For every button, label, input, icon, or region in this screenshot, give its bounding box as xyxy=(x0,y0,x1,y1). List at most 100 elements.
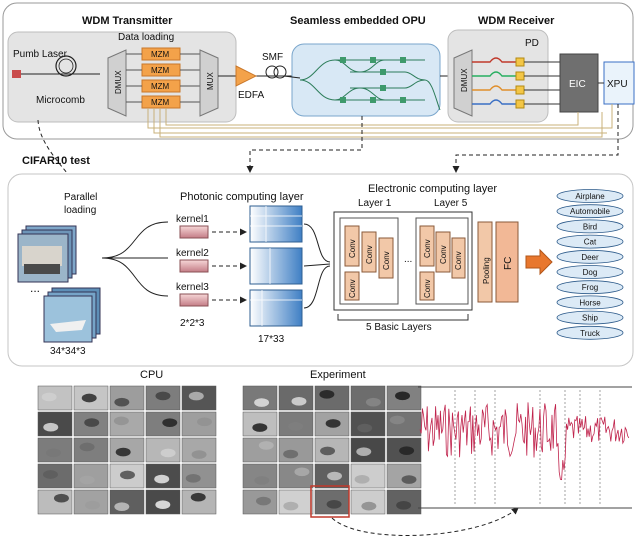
class-pill xyxy=(556,280,624,295)
opu-title: Seamless embedded OPU xyxy=(290,15,426,27)
tx-demux-block xyxy=(107,49,127,117)
layer5-label: Layer 5 xyxy=(434,198,468,209)
pd-label: PD xyxy=(525,38,539,49)
transmitter-title: WDM Transmitter xyxy=(82,15,173,27)
class-pill xyxy=(556,295,624,310)
patch-to-trace-arrow xyxy=(331,507,519,536)
microcomb-label: Microcomb xyxy=(36,95,85,106)
feature-tile-shape xyxy=(85,500,100,510)
stack-ellipsis: ... xyxy=(30,281,40,295)
feature-tile xyxy=(109,385,145,411)
feature-tile-shape xyxy=(155,500,171,510)
feature-tile xyxy=(350,463,386,489)
pd-output-lines xyxy=(524,61,560,105)
class-pill xyxy=(556,234,624,249)
photonic-title: Photonic computing layer xyxy=(180,191,304,203)
receiver-title: WDM Receiver xyxy=(478,15,555,27)
mzm-array: MZM MZM MZM MZM xyxy=(126,47,200,109)
feature-tile-shape xyxy=(283,449,299,459)
feature-tile-shape xyxy=(155,391,171,401)
conv-label: Conv xyxy=(365,245,374,264)
feature-tile-shape xyxy=(114,397,130,407)
basic-layers-brace xyxy=(337,314,469,321)
feature-tile-shape xyxy=(327,471,343,481)
feature-tile xyxy=(109,411,145,437)
highlighted-patch xyxy=(310,485,350,518)
fc-block xyxy=(495,221,519,303)
opu-phase-shifters xyxy=(340,57,406,103)
feature-tile xyxy=(37,489,73,515)
feature-tile xyxy=(242,411,278,437)
feature-tile-shape xyxy=(399,446,415,455)
fan-line-1 xyxy=(101,221,169,259)
parallel-label: Parallel xyxy=(64,192,97,203)
feature-tile-shape xyxy=(254,476,270,485)
feature-tile-shape xyxy=(319,390,335,399)
feature-tile-shape xyxy=(288,422,304,431)
feature-tile-shape xyxy=(84,418,100,427)
feature-tile xyxy=(73,437,109,463)
feature-tile-shape xyxy=(365,397,381,407)
kernel-tensor-3 xyxy=(179,293,209,307)
feature-tile-shape xyxy=(255,496,271,506)
feature-tile-shape xyxy=(188,391,204,401)
class-list: AirplaneAutomobileBirdCatDeerDogFrogHors… xyxy=(556,189,624,340)
feature-tile xyxy=(386,463,422,489)
feature-tile-shape xyxy=(389,415,405,425)
signal-trace-plot xyxy=(418,386,632,509)
electronic-title: Electronic computing layer xyxy=(368,183,497,195)
feature-tile-shape xyxy=(43,422,59,432)
fan-line-3 xyxy=(101,257,169,297)
class-pill xyxy=(556,189,624,203)
layer5-block: Conv Conv Conv Conv xyxy=(415,217,469,305)
opu-mesh xyxy=(299,59,441,111)
conv-label: Conv xyxy=(439,245,448,264)
class-label: Automobile xyxy=(570,207,611,216)
eic-block xyxy=(559,53,599,113)
feature-tile-shape xyxy=(191,450,207,459)
feature-tile-shape xyxy=(356,447,372,456)
eic-label: EIC xyxy=(569,79,586,90)
feature-tile-shape xyxy=(114,502,130,511)
feature-tile xyxy=(242,437,278,463)
feature-tile-shape xyxy=(326,499,342,509)
feature-tile-shape xyxy=(395,391,411,401)
feature-tile-shape xyxy=(361,501,377,511)
feature-tile-shape xyxy=(283,501,299,511)
tx-mux-block xyxy=(199,49,219,117)
feature-tile xyxy=(278,437,314,463)
edfa-label: EDFA xyxy=(238,90,264,101)
cifar-title: CIFAR10 test xyxy=(22,155,90,167)
opu-input xyxy=(283,75,301,79)
class-pill xyxy=(556,204,624,219)
xpu-block xyxy=(603,61,635,105)
class-label: Frog xyxy=(582,283,598,292)
feature-tile-shape xyxy=(113,416,129,426)
data-loading-label: Data loading xyxy=(118,32,174,43)
feature-tile xyxy=(386,411,422,437)
smf-label: SMF xyxy=(262,52,283,63)
edfa-icon xyxy=(235,65,258,87)
class-label: Dog xyxy=(583,268,598,277)
opu-to-photonic-arrow xyxy=(246,116,363,173)
mzm-label: MZM xyxy=(151,66,170,75)
mzm-label: MZM xyxy=(151,98,170,107)
kernel-tensor-1 xyxy=(179,225,209,239)
cpu-feature-grid xyxy=(37,385,217,515)
pump-laser-icon xyxy=(12,70,21,78)
class-label: Horse xyxy=(579,298,601,307)
smf-coil-icon xyxy=(273,65,287,79)
kernel-label-2: kernel2 xyxy=(176,248,209,259)
feature-tile-shape xyxy=(185,474,201,483)
rx-channels xyxy=(472,57,516,105)
feature-tile-shape xyxy=(252,423,268,432)
feature-tile-shape xyxy=(190,492,206,502)
feature-tile-shape xyxy=(258,441,274,450)
rx-demux-label: DMUX xyxy=(460,68,469,92)
tx-demux-label: DMUX xyxy=(114,70,123,94)
feature-tile xyxy=(73,463,109,489)
feature-maps xyxy=(249,205,303,327)
feature-tile-shape xyxy=(160,448,176,458)
feature-tile xyxy=(314,385,350,411)
